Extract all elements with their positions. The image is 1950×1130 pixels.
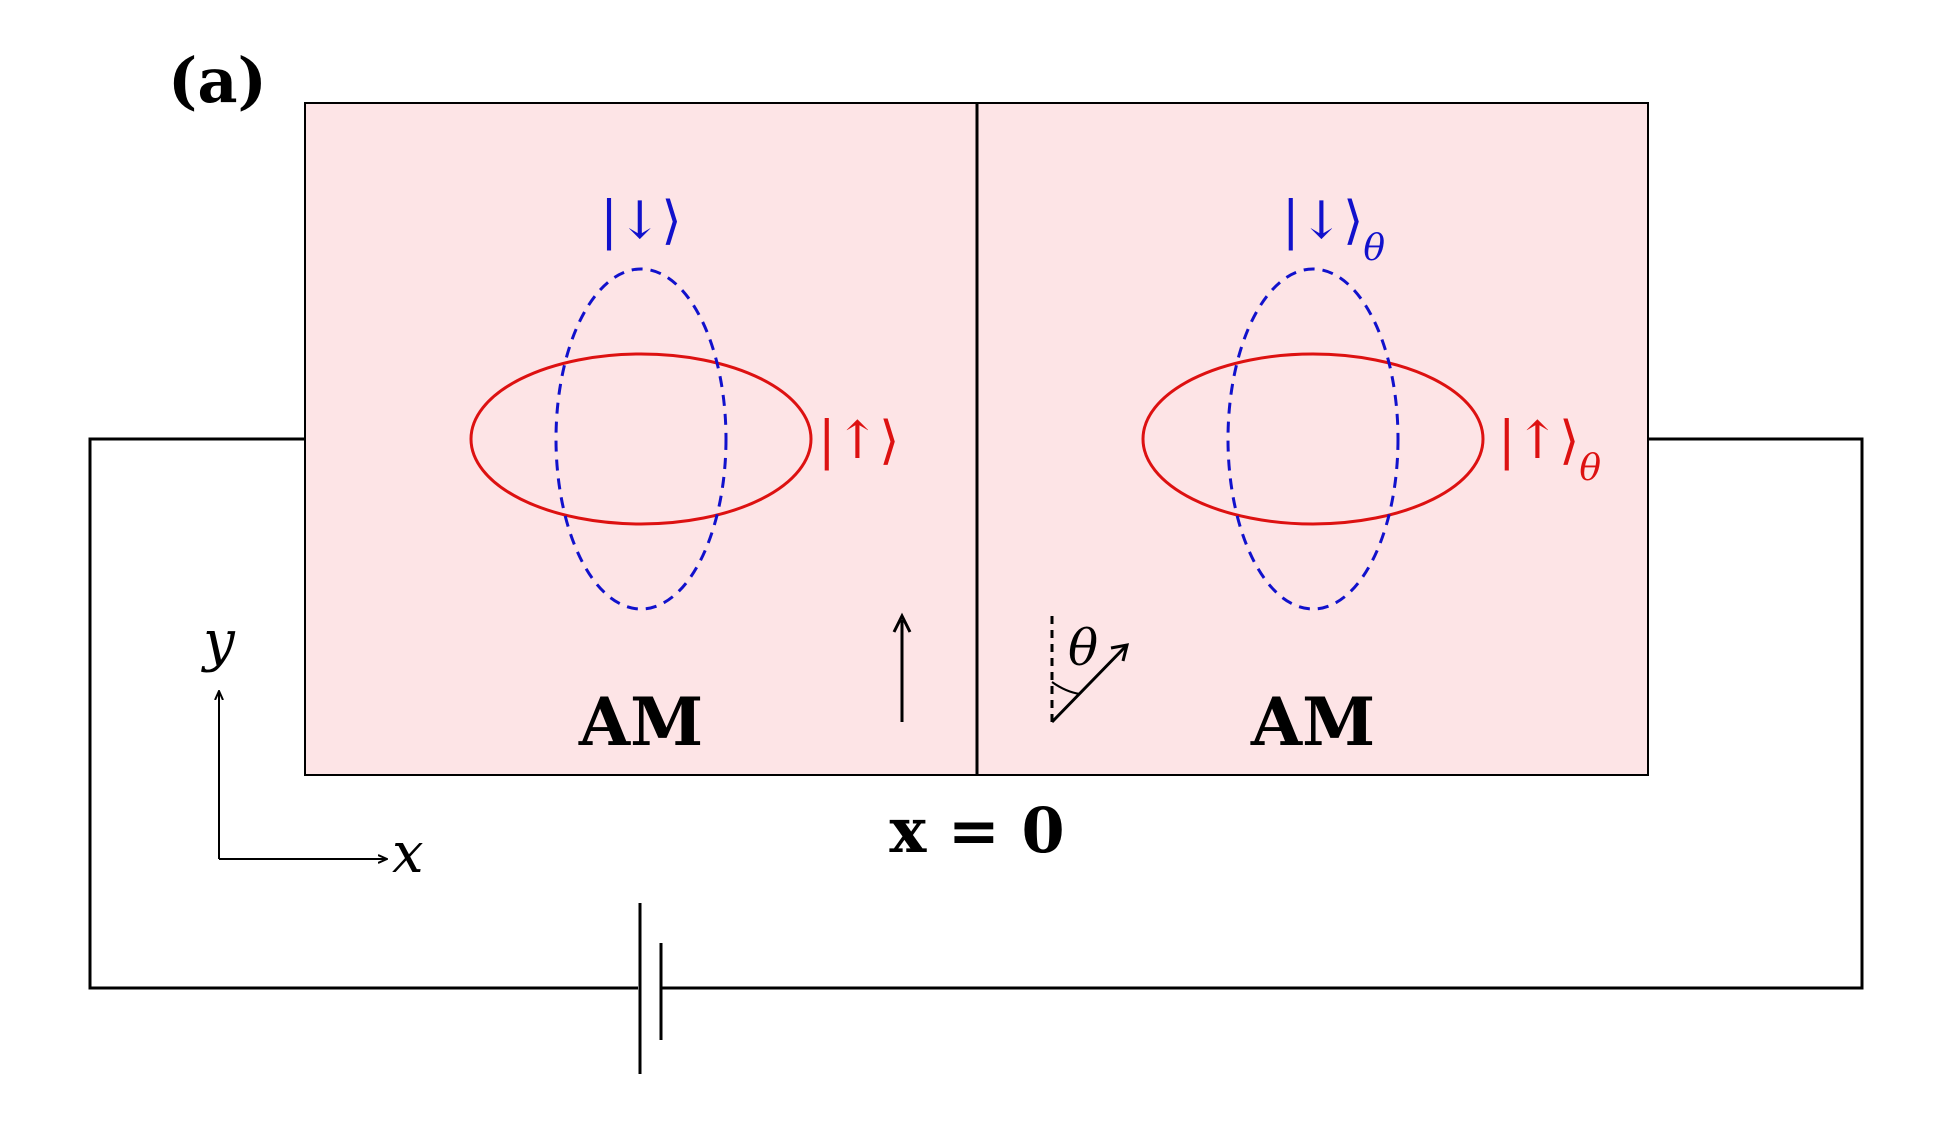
right-spin-up-subscript: θ bbox=[1579, 448, 1601, 489]
right-spin-up-ellipse bbox=[1141, 352, 1485, 526]
right-magnetization-arrow-icon bbox=[1050, 612, 1130, 724]
circuit-wires bbox=[88, 437, 1864, 990]
right-spin-down-ellipse bbox=[1226, 267, 1400, 611]
am-block bbox=[304, 102, 1649, 776]
left-spin-down-ellipse bbox=[554, 267, 728, 611]
left-am-region bbox=[304, 102, 978, 776]
left-magnetization-arrow-icon bbox=[892, 612, 912, 722]
interface-label: x = 0 bbox=[889, 794, 1064, 867]
angle-label: θ bbox=[1068, 619, 1098, 677]
left-wire bbox=[88, 437, 638, 990]
right-fermi-surfaces bbox=[1141, 267, 1485, 611]
right-am-label: AM bbox=[1250, 683, 1375, 761]
left-spin-up-label: |↑⟩ bbox=[818, 411, 899, 471]
right-spin-up-ket: |↑⟩ bbox=[1498, 411, 1579, 471]
left-spin-down-label: |↓⟩ bbox=[600, 191, 681, 251]
left-spin-up-ellipse bbox=[469, 352, 813, 526]
panel-label: (a) bbox=[168, 44, 267, 117]
coordinate-axes bbox=[219, 692, 386, 859]
left-fermi-surfaces bbox=[469, 267, 813, 611]
x-axis-label: x bbox=[392, 821, 424, 886]
right-spin-down-ket: |↓⟩ bbox=[1282, 191, 1363, 251]
right-spin-down-subscript: θ bbox=[1363, 228, 1385, 269]
angle-arc bbox=[1051, 681, 1081, 695]
right-spin-up-label: |↑⟩θ bbox=[1498, 411, 1601, 489]
y-axis-label: y bbox=[200, 609, 236, 674]
left-am-label: AM bbox=[578, 683, 703, 761]
right-am-region bbox=[976, 102, 1649, 776]
battery-symbol bbox=[638, 903, 663, 1074]
right-spin-down-label: |↓⟩θ bbox=[1282, 191, 1385, 269]
right-wire bbox=[662, 437, 1864, 990]
